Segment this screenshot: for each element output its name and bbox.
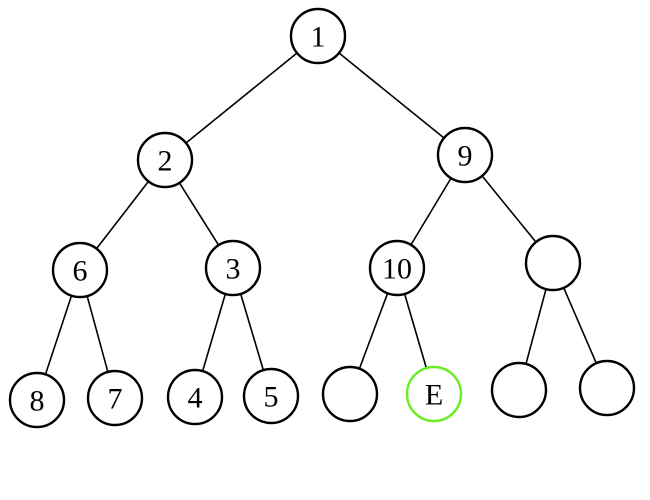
node-circle	[524, 234, 582, 292]
node-circle	[204, 239, 262, 297]
node-label: 9	[458, 140, 473, 173]
node-label: 6	[73, 255, 88, 288]
node-label: 10	[382, 253, 412, 286]
edge-r2-e3	[525, 288, 547, 365]
edge-n2-n3	[178, 182, 220, 246]
node-label: E	[425, 379, 443, 412]
node-label: 8	[30, 385, 45, 418]
edge-n6-n7	[86, 295, 109, 373]
tree-node	[524, 234, 582, 292]
edge-n1-n2	[185, 52, 298, 144]
node-circle	[321, 365, 379, 423]
node-circle	[51, 241, 109, 299]
node-label: 4	[188, 382, 203, 415]
edge-n1-n9	[338, 52, 445, 139]
node-circle	[578, 359, 636, 417]
node-circle	[368, 239, 426, 297]
tree-node	[321, 365, 379, 423]
node-circle	[86, 369, 144, 427]
node-circle	[242, 367, 300, 425]
node-circle	[405, 365, 463, 423]
node-circle	[166, 368, 224, 426]
node-circle	[289, 7, 347, 65]
tree-node: 9	[436, 126, 494, 184]
node-circle	[436, 126, 494, 184]
tree-node: 4	[166, 368, 224, 426]
tree-node: 3	[204, 239, 262, 297]
node-label: 5	[264, 381, 279, 414]
edge-n6-n8	[44, 295, 73, 375]
tree-node	[578, 359, 636, 417]
tree-node: 6	[51, 241, 109, 299]
edge-n9-r2	[481, 175, 537, 243]
node-label: 7	[108, 383, 123, 416]
tree-node: 8	[8, 371, 66, 429]
edge-n3-n4	[201, 293, 227, 372]
edge-r2-e4	[562, 287, 598, 364]
edge-n10-e1	[358, 293, 389, 369]
tree-edges	[44, 52, 598, 375]
edge-n9-n10	[410, 177, 452, 246]
tree-node: 10	[368, 239, 426, 297]
tree-node-highlighted: E	[405, 365, 463, 423]
edge-n3-n5	[239, 293, 265, 371]
node-circle	[136, 131, 194, 189]
node-circle	[8, 371, 66, 429]
node-label: 2	[158, 145, 173, 178]
edge-n2-n6	[95, 180, 150, 250]
node-label: 1	[311, 21, 326, 54]
node-circle	[490, 361, 548, 419]
tree-node: 2	[136, 131, 194, 189]
tree-node	[490, 361, 548, 419]
tree-node: 5	[242, 367, 300, 425]
node-label: 3	[226, 253, 241, 286]
tree-node: 1	[289, 7, 347, 65]
tree-node: 7	[86, 369, 144, 427]
edge-n10-nE	[403, 293, 428, 369]
